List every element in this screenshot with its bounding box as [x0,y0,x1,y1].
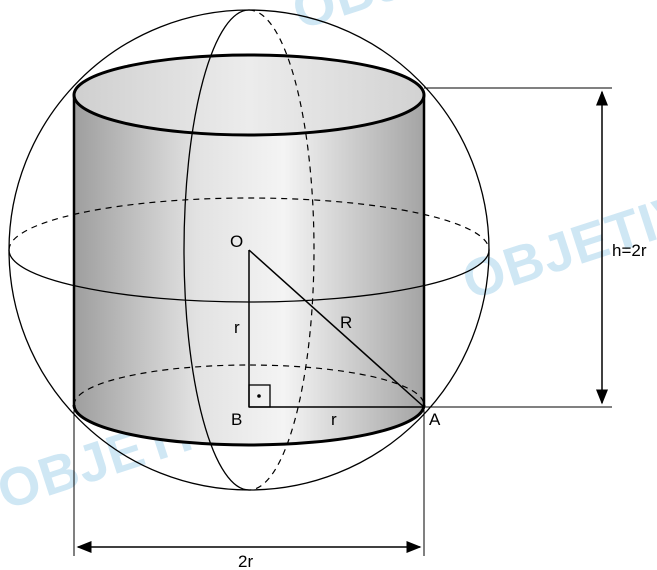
cylinder-top-face [72,53,426,137]
label-point-b: B [231,410,242,429]
sphere-equator-back [8,197,490,251]
label-diameter: 2r [238,552,253,570]
label-radius-vertical: r [234,318,240,337]
cylinder-bottom-back-edge [73,364,425,406]
right-angle-marker [248,384,271,408]
right-angle-dot [257,394,261,398]
label-point-o: O [230,232,243,251]
label-sphere-radius: R [340,313,352,332]
cylinder-bottom-front-edge [72,404,426,447]
watermark-top: OBJETIVO [285,0,571,41]
sphere-meridian-back [248,9,315,491]
segment-o-to-a [248,249,425,408]
sphere-meridian-front [183,9,250,491]
label-radius-horizontal: r [331,410,337,429]
watermark-text-top: OBJETIVO [285,0,571,41]
label-height: h=2r [612,241,647,260]
label-point-a: A [429,410,441,429]
